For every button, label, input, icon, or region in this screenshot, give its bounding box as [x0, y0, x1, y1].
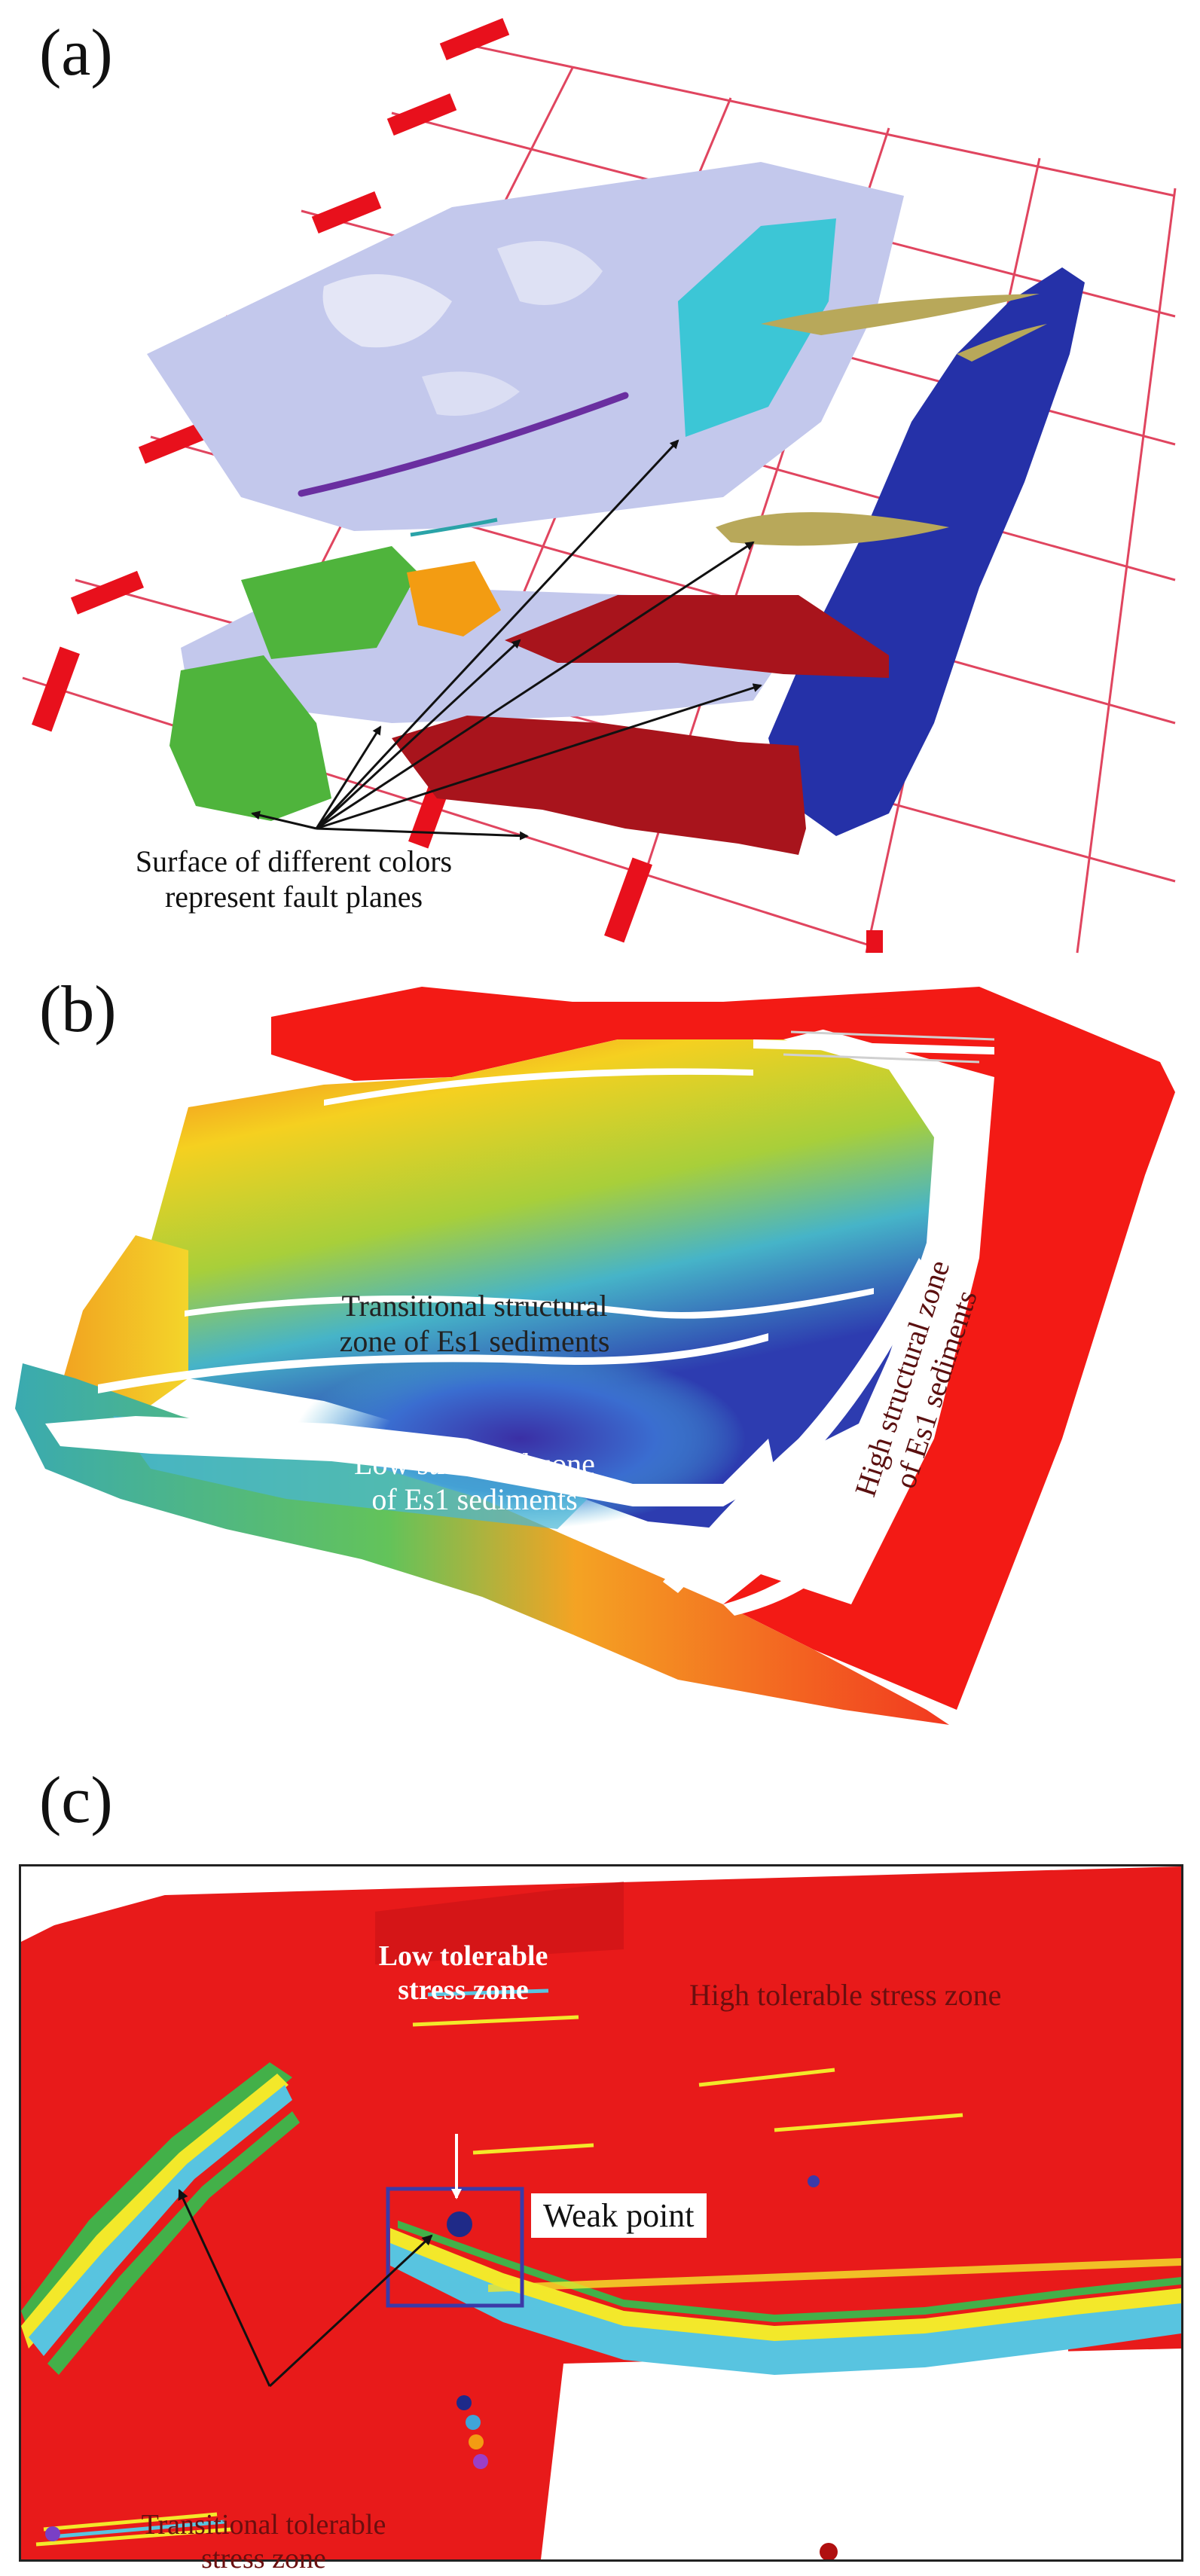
fault-gaps [45, 1039, 994, 1616]
transitional-line1: Transitional structural [341, 1289, 608, 1323]
panel-b-label: (b) [39, 973, 117, 1046]
panel-a-annotation-line2: represent fault planes [164, 880, 423, 914]
fault-olive-lower [716, 512, 949, 546]
transitional-tolerable-stress-zone-label: Transitional tolerable stress zone [68, 2508, 460, 2576]
fault-green-upper [241, 546, 418, 659]
fault-orange [407, 561, 501, 636]
transitional-line2: zone of Es1 sediments [339, 1324, 610, 1359]
fault-red-upper [505, 595, 889, 678]
fault-purple [298, 392, 629, 497]
structure-surface-map [15, 987, 1175, 1725]
panel-c-label: (c) [39, 1764, 113, 1837]
fault-blue [768, 267, 1085, 836]
high-tolerable-stress-zone-label: High tolerable stress zone [689, 1978, 1002, 2012]
panel-a-annotation-line1: Surface of different colors [135, 844, 453, 878]
trans-tol-line1: Transitional tolerable [141, 2509, 386, 2541]
transitional-band-left [21, 2062, 300, 2375]
low-zone-line2: of Es1 sediments [371, 1482, 578, 1517]
panel-a: (a) [0, 0, 1200, 957]
panel-b: (b) [0, 957, 1200, 1747]
panel-a-label: (a) [39, 17, 113, 90]
fault-model-3d [22, 18, 1177, 954]
low-structural-zone-label: Low structural zone of Es1 sediments [256, 1446, 693, 1517]
main-surface [128, 1039, 934, 1529]
transitional-band-right [390, 2220, 1181, 2375]
fault-cyan [678, 218, 836, 437]
fault-green-lower [169, 655, 331, 821]
fault-olive-upper [761, 294, 1040, 335]
panel-a-annotation: Surface of different colors represent fa… [53, 844, 535, 914]
transitional-structural-zone-label: Transitional structural zone of Es1 sedi… [256, 1288, 693, 1359]
annotation-arrows [251, 439, 762, 841]
fault-lavender [147, 162, 904, 531]
low-zone-line1: Low structural zone [354, 1447, 595, 1481]
low-tolerable-stress-zone-label: Low tolerable stress zone [343, 1940, 584, 2007]
weak-point-marker [447, 2211, 472, 2237]
panel-c: (c) [0, 1747, 1200, 2574]
high-structural-zone [723, 987, 1175, 1710]
low-tol-line2: stress zone [398, 1973, 529, 2006]
low-tol-line1: Low tolerable [378, 1940, 548, 1972]
well-markers [45, 2395, 838, 2559]
trans-tol-line2: stress zone [201, 2542, 326, 2574]
fault-red-lower [392, 716, 806, 855]
weak-point-label: Weak point [531, 2193, 707, 2238]
